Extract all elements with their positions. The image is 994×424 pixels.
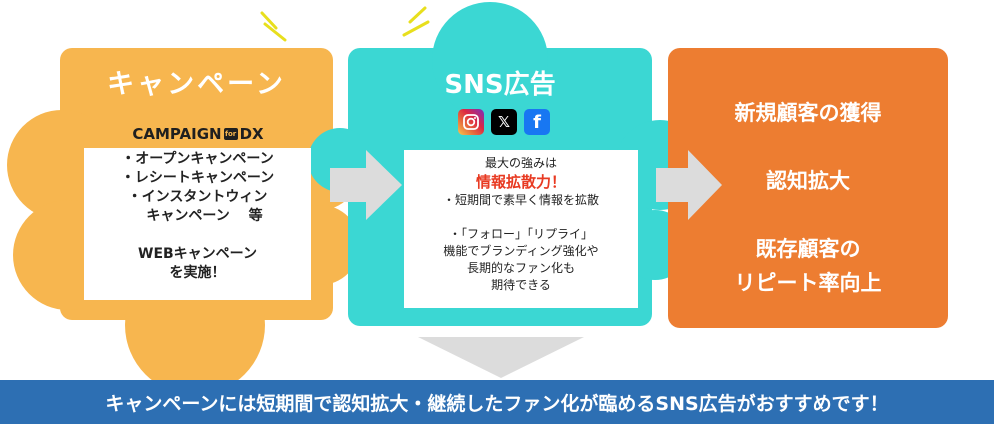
logo-text-right: DX [239, 125, 264, 143]
result-item: リピート率向上 [734, 271, 882, 295]
campaign-title: キャンペーン [107, 69, 286, 100]
campaign-line: キャンペーン 等 [132, 208, 263, 224]
sns-line: ・「フォロー」「リプライ」 [448, 227, 593, 241]
results-panel [668, 48, 948, 328]
campaign-card: ・オープンキャンペーン ・レシートキャンペーン ・インスタントウィン キャンペー… [84, 148, 311, 300]
campaign-line: ・インスタントウィン [127, 189, 268, 205]
sns-line: 期待できる [491, 278, 551, 292]
arrows [330, 150, 722, 378]
result-item: 新規顧客の獲得 [734, 101, 882, 125]
arrow-down [418, 337, 584, 378]
sns-intro: 最大の強みは [484, 156, 557, 170]
logo-mark: for [223, 128, 238, 140]
campaign-line: WEBキャンペーン [138, 246, 257, 262]
x-icon: 𝕏 [491, 109, 517, 135]
sns-line: 機能でブランディング強化や [443, 244, 599, 258]
result-item: 既存顧客の [755, 237, 861, 261]
logo-text-left: CAMPAIGN [132, 125, 222, 143]
sns-line: ・短期間で素早く情報を拡散 [442, 193, 599, 207]
arrow-sns-to-results [656, 150, 722, 220]
bottom-banner: キャンペーンには短期間で認知拡大・継続したファン化が臨めるSNS広告がおすすめで… [0, 380, 994, 424]
banner-text: キャンペーンには短期間で認知拡大・継続したファン化が臨めるSNS広告がおすすめで… [105, 392, 889, 415]
instagram-icon [458, 109, 484, 135]
campaign-line: ・レシートキャンペーン [120, 170, 275, 186]
campaign-line: ・オープンキャンペーン [121, 151, 274, 167]
result-spacer [668, 130, 948, 164]
sns-line-blank [404, 209, 638, 226]
result-item: 認知拡大 [766, 169, 850, 193]
facebook-icon: f [524, 109, 550, 135]
spark-lines [260, 6, 430, 42]
sns-highlight: 情報拡散力！ [475, 173, 566, 191]
sns-line: 長期的なファン化も [466, 261, 575, 275]
sns-icon-row: 𝕏 f [458, 109, 554, 135]
result-spacer [668, 198, 948, 232]
results-list: 新規顧客の獲得 認知拡大 既存顧客の リピート率向上 [668, 96, 948, 300]
campaign-line: を実施！ [169, 265, 226, 281]
arrow-campaign-to-sns [330, 150, 402, 220]
campaign-line-blank [84, 226, 311, 245]
campaign-dx-logo: CAMPAIGN for DX [128, 124, 268, 144]
sns-title: SNS広告 [444, 70, 556, 100]
sns-card: 最大の強みは 情報拡散力！ ・短期間で素早く情報を拡散 ・「フォロー」「リプライ… [404, 150, 638, 308]
